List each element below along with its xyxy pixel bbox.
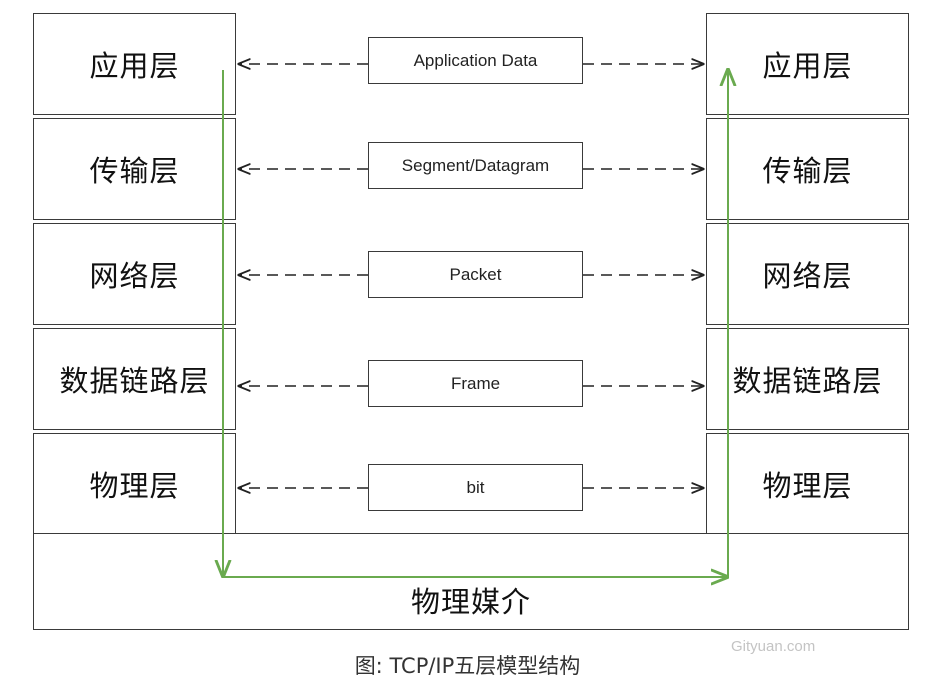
layer-label: 网络层 [762, 259, 853, 293]
left-transport-layer: 传输层 [33, 118, 236, 220]
physical-medium-label: 物理媒介 [410, 585, 531, 619]
pdu-label: Frame [450, 373, 501, 393]
left-physical-layer: 物理层 [33, 433, 236, 534]
left-network-layer: 网络层 [33, 223, 236, 325]
right-data-link-layer: 数据链路层 [706, 328, 909, 430]
layer-label: 应用层 [762, 49, 853, 83]
pdu-segment-datagram: Segment/Datagram [368, 142, 583, 189]
pdu-packet: Packet [368, 251, 583, 298]
right-application-layer: 应用层 [706, 13, 909, 115]
layer-label: 物理层 [89, 468, 180, 503]
right-physical-layer: 物理层 [706, 433, 909, 534]
layer-label: 数据链路层 [732, 364, 883, 398]
figure-caption: 图: TCP/IP五层模型结构 [354, 654, 581, 678]
pdu-label: bit [466, 477, 485, 497]
pdu-application-data: Application Data [368, 37, 583, 84]
pdu-label: Application Data [413, 50, 538, 70]
left-application-layer: 应用层 [33, 13, 236, 115]
layer-label: 物理层 [762, 468, 853, 503]
layer-label: 数据链路层 [59, 364, 210, 398]
pdu-label: Segment/Datagram [401, 155, 550, 175]
watermark: Gityuan.com [731, 638, 816, 655]
physical-medium-box [33, 533, 909, 630]
right-network-layer: 网络层 [706, 223, 909, 325]
layer-label: 传输层 [89, 154, 180, 188]
pdu-bit: bit [368, 464, 583, 511]
layer-label: 网络层 [89, 259, 180, 293]
pdu-label: Packet [449, 264, 502, 284]
layer-label: 应用层 [89, 49, 180, 83]
left-data-link-layer: 数据链路层 [33, 328, 236, 430]
layer-label: 传输层 [762, 154, 853, 188]
pdu-frame: Frame [368, 360, 583, 407]
right-transport-layer: 传输层 [706, 118, 909, 220]
